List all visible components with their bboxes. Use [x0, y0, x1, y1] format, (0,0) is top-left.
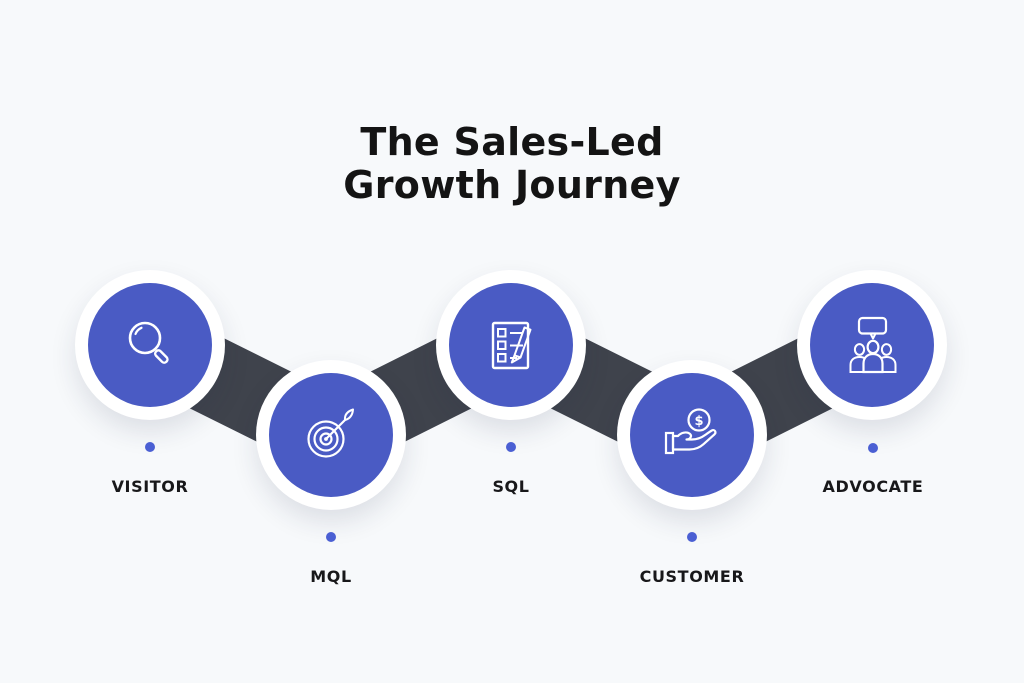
target-icon — [300, 405, 362, 465]
hand-coin-icon: $ — [659, 405, 725, 465]
marker-dot-advocate — [868, 443, 878, 453]
stage-label-advocate: ADVOCATE — [822, 477, 924, 496]
stage-node-visitor — [75, 270, 225, 420]
stage-label-sql: SQL — [492, 477, 530, 496]
marker-dot-customer — [687, 532, 697, 542]
people-speech-icon — [840, 313, 904, 377]
stage-circle-customer: $ — [630, 373, 754, 497]
marker-dot-sql — [506, 442, 516, 452]
title-line-1: The Sales-Led — [360, 120, 664, 164]
page-title: The Sales-Led Growth Journey — [0, 121, 1024, 207]
stage-node-advocate — [797, 270, 947, 420]
stage-circle-visitor — [88, 283, 212, 407]
stage-node-mql — [256, 360, 406, 510]
checklist-icon — [482, 316, 540, 374]
stage-circle-mql — [269, 373, 393, 497]
stage-circle-advocate — [810, 283, 934, 407]
stage-node-sql — [436, 270, 586, 420]
stage-label-customer: CUSTOMER — [639, 567, 745, 586]
title-line-2: Growth Journey — [343, 162, 681, 207]
stage-node-customer: $ — [617, 360, 767, 510]
stage-circle-sql — [449, 283, 573, 407]
magnifier-icon — [120, 315, 180, 375]
stage-label-visitor: VISITOR — [111, 477, 189, 496]
svg-text:$: $ — [694, 414, 703, 429]
stage-label-mql: MQL — [310, 567, 352, 586]
marker-dot-visitor — [145, 442, 155, 452]
marker-dot-mql — [326, 532, 336, 542]
